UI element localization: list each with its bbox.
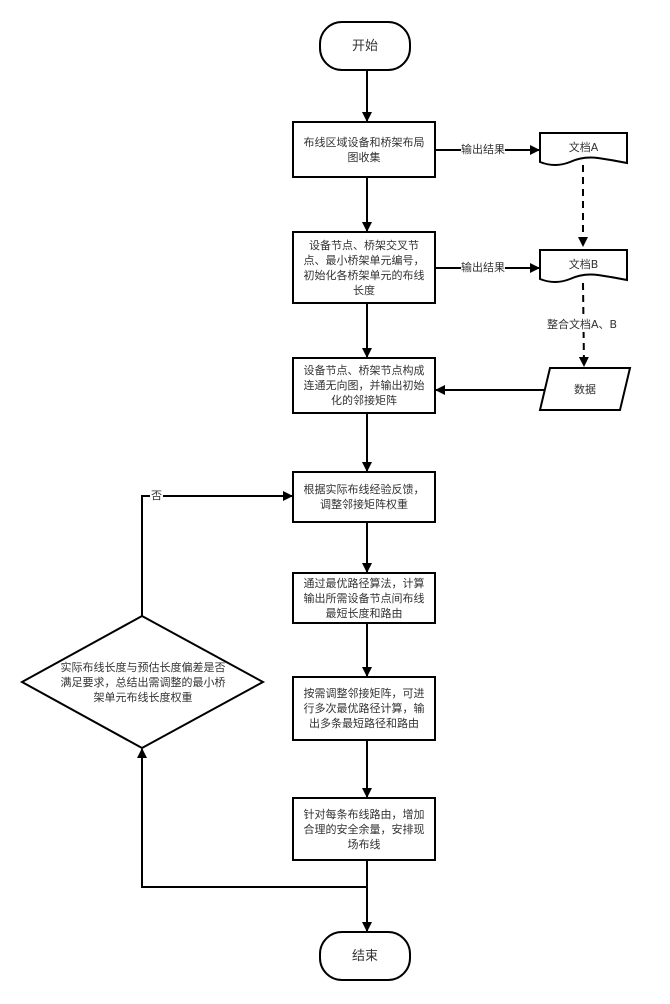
step2-label: 设备节点、桥架交叉节点、最小桥架单元编号，初始化各桥架单元的布线长度 [303, 238, 425, 297]
start-terminal [319, 21, 411, 71]
edge-step7-decision [137, 748, 367, 888]
docA-label: 文档A [568, 140, 599, 154]
step5-label: 通过最优路径算法，计算输出所需设备节点间布线最短长度和路由 [303, 576, 425, 620]
docA-shape [539, 132, 628, 166]
step1-label: 布线区域设备和桥架布局图收集 [303, 135, 425, 164]
step3-label: 设备节点、桥架节点构成连通无向图，并输出初始化的邻接矩阵 [303, 364, 425, 407]
edge-decision-step4 [141, 491, 293, 616]
step2-box [292, 231, 436, 304]
decision-label: 实际布线长度与预估长度偏差是否满足要求，总结出需调整的最小桥架单元布线长度权重 [60, 660, 226, 704]
step1-box [292, 121, 436, 178]
step4-box [292, 471, 436, 523]
data-parallelogram [538, 367, 632, 411]
step3-box [292, 357, 436, 414]
data-label: 数据 [574, 382, 596, 396]
docB-shape [539, 249, 628, 283]
decision-diamond [19, 614, 266, 750]
end-terminal [319, 931, 411, 981]
step6-box [292, 676, 436, 741]
step4-label: 根据实际布线经验反馈，调整邻接矩阵权重 [303, 483, 425, 511]
start-label: 开始 [351, 38, 378, 54]
edge-label-no: 否 [150, 489, 163, 503]
step7-label: 针对每条布线路由，增加合理的安全余量，安排现场布线 [303, 807, 425, 851]
docB-label: 文档B [568, 257, 599, 271]
step5-box [292, 572, 436, 624]
edge-label-output-1: 输出结果 [461, 143, 505, 157]
step7-box [292, 797, 436, 861]
step6-label: 按需调整邻接矩阵，可进行多次最优路径计算，输出多条最短路径和路由 [303, 687, 425, 730]
edge-label-merge: 整合文档A、B [545, 318, 620, 332]
edge-label-output-2: 输出结果 [461, 261, 505, 275]
end-label: 结束 [351, 948, 378, 964]
